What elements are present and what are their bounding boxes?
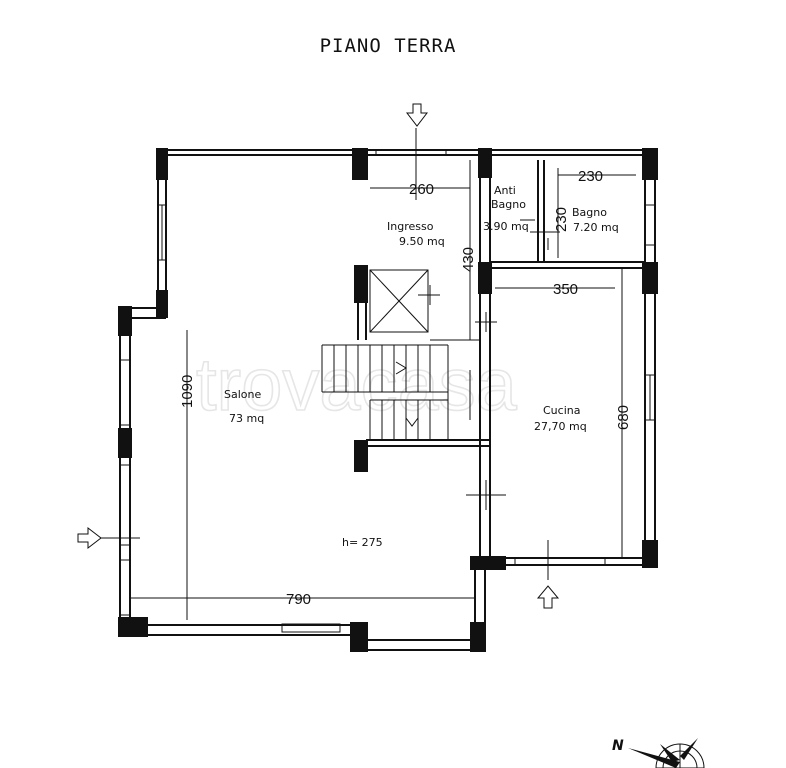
ceiling-height: h= 275 [342,536,383,549]
entrance-arrow-right-icon [77,526,102,550]
watermark: trovacasa [196,343,518,426]
entrance-arrow-up-icon [536,585,560,609]
dim-bagno-width: 230 [578,168,603,185]
room-bagno-name: Bagno [572,206,607,219]
dim-bagno-height: 230 [553,207,570,232]
dim-ingresso-width: 260 [409,181,434,198]
door-marks [466,219,560,510]
room-antibagno-name1: Anti [494,184,516,197]
room-ingresso-name: Ingresso [387,220,434,233]
staircase [321,269,471,440]
plan-title: PIANO TERRA [320,35,457,57]
dim-ingresso-height: 430 [460,247,477,272]
room-antibagno-area: 3.90 mq [483,220,529,233]
room-salone-area: 73 mq [229,412,264,425]
windows [119,149,656,633]
room-antibagno-name2: Bagno [491,198,526,211]
dim-salone-height: 1090 [179,375,196,408]
room-cucina-area: 27,70 mq [534,420,587,433]
north-arrow-icon: N [612,738,705,768]
entrance-arrow-down-icon [405,103,429,127]
dim-cucina-height: 680 [615,405,632,430]
room-ingresso-area: 9.50 mq [399,235,445,248]
dim-salone-width: 790 [286,591,311,608]
room-cucina-name: Cucina [543,404,580,417]
dim-cucina-width: 350 [553,281,578,298]
room-bagno-area: 7.20 mq [573,221,619,234]
pillars [118,148,658,652]
room-salone-name: Salone [224,388,261,401]
dimension-lines [100,128,636,620]
compass-letter: N [612,738,624,754]
